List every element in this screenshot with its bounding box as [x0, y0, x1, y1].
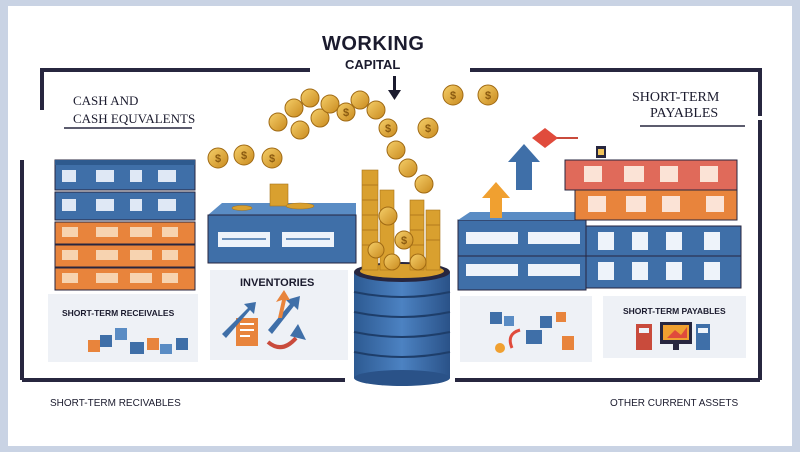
- cash-crates: [54, 159, 196, 291]
- payables-crates: [457, 146, 742, 291]
- frame-lines: [20, 68, 762, 382]
- svg-text:$: $: [385, 123, 391, 135]
- small-coin-stack: [231, 183, 315, 211]
- payables-devices-icon: [636, 322, 710, 350]
- coin-stack-lines: [362, 184, 440, 246]
- svg-text:$: $: [269, 153, 275, 165]
- dollar-signs: $ $ $ $ $ $ $ $ $: [215, 90, 491, 247]
- svg-text:$: $: [401, 235, 407, 247]
- svg-text:$: $: [241, 150, 247, 162]
- dollar-coins: [207, 84, 499, 271]
- svg-text:$: $: [343, 107, 349, 119]
- svg-text:$: $: [485, 90, 491, 102]
- down-arrow-icon: [388, 76, 401, 100]
- payables-panel-label: SHORT-TERM PAYABLES: [623, 306, 726, 316]
- title-line-1: WORKING: [322, 33, 425, 55]
- receivables-panel-label: SHORT-TERM RECEIVALES: [62, 308, 175, 318]
- capital-cylinder: [353, 262, 451, 386]
- svg-text:$: $: [450, 90, 456, 102]
- receivables-bottom-label: SHORT-TERM RECIVABLES: [50, 398, 181, 409]
- svg-text:$: $: [425, 123, 431, 135]
- up-arrows-icon: [482, 128, 578, 218]
- inventory-flow-icon: [222, 290, 306, 350]
- assets-panel: [460, 296, 592, 362]
- cash-label-line-2: CASH EQUVALENTS: [73, 111, 196, 126]
- receivables-boxes-icon: [88, 328, 188, 354]
- inventory-crates: [207, 203, 357, 264]
- other-assets-bottom-label: OTHER CURRENT ASSETS: [610, 398, 739, 409]
- svg-text:$: $: [215, 153, 221, 165]
- cash-label-line-1: CASH AND: [73, 93, 139, 108]
- payables-label-line-1: SHORT-TERM: [632, 90, 720, 105]
- payables-label-line-2: PAYABLES: [650, 106, 719, 121]
- assets-flow-icon: [490, 312, 574, 353]
- inventories-label: INVENTORIES: [240, 277, 315, 289]
- label-underlines: [64, 125, 745, 129]
- title-line-2: CAPITAL: [345, 57, 401, 72]
